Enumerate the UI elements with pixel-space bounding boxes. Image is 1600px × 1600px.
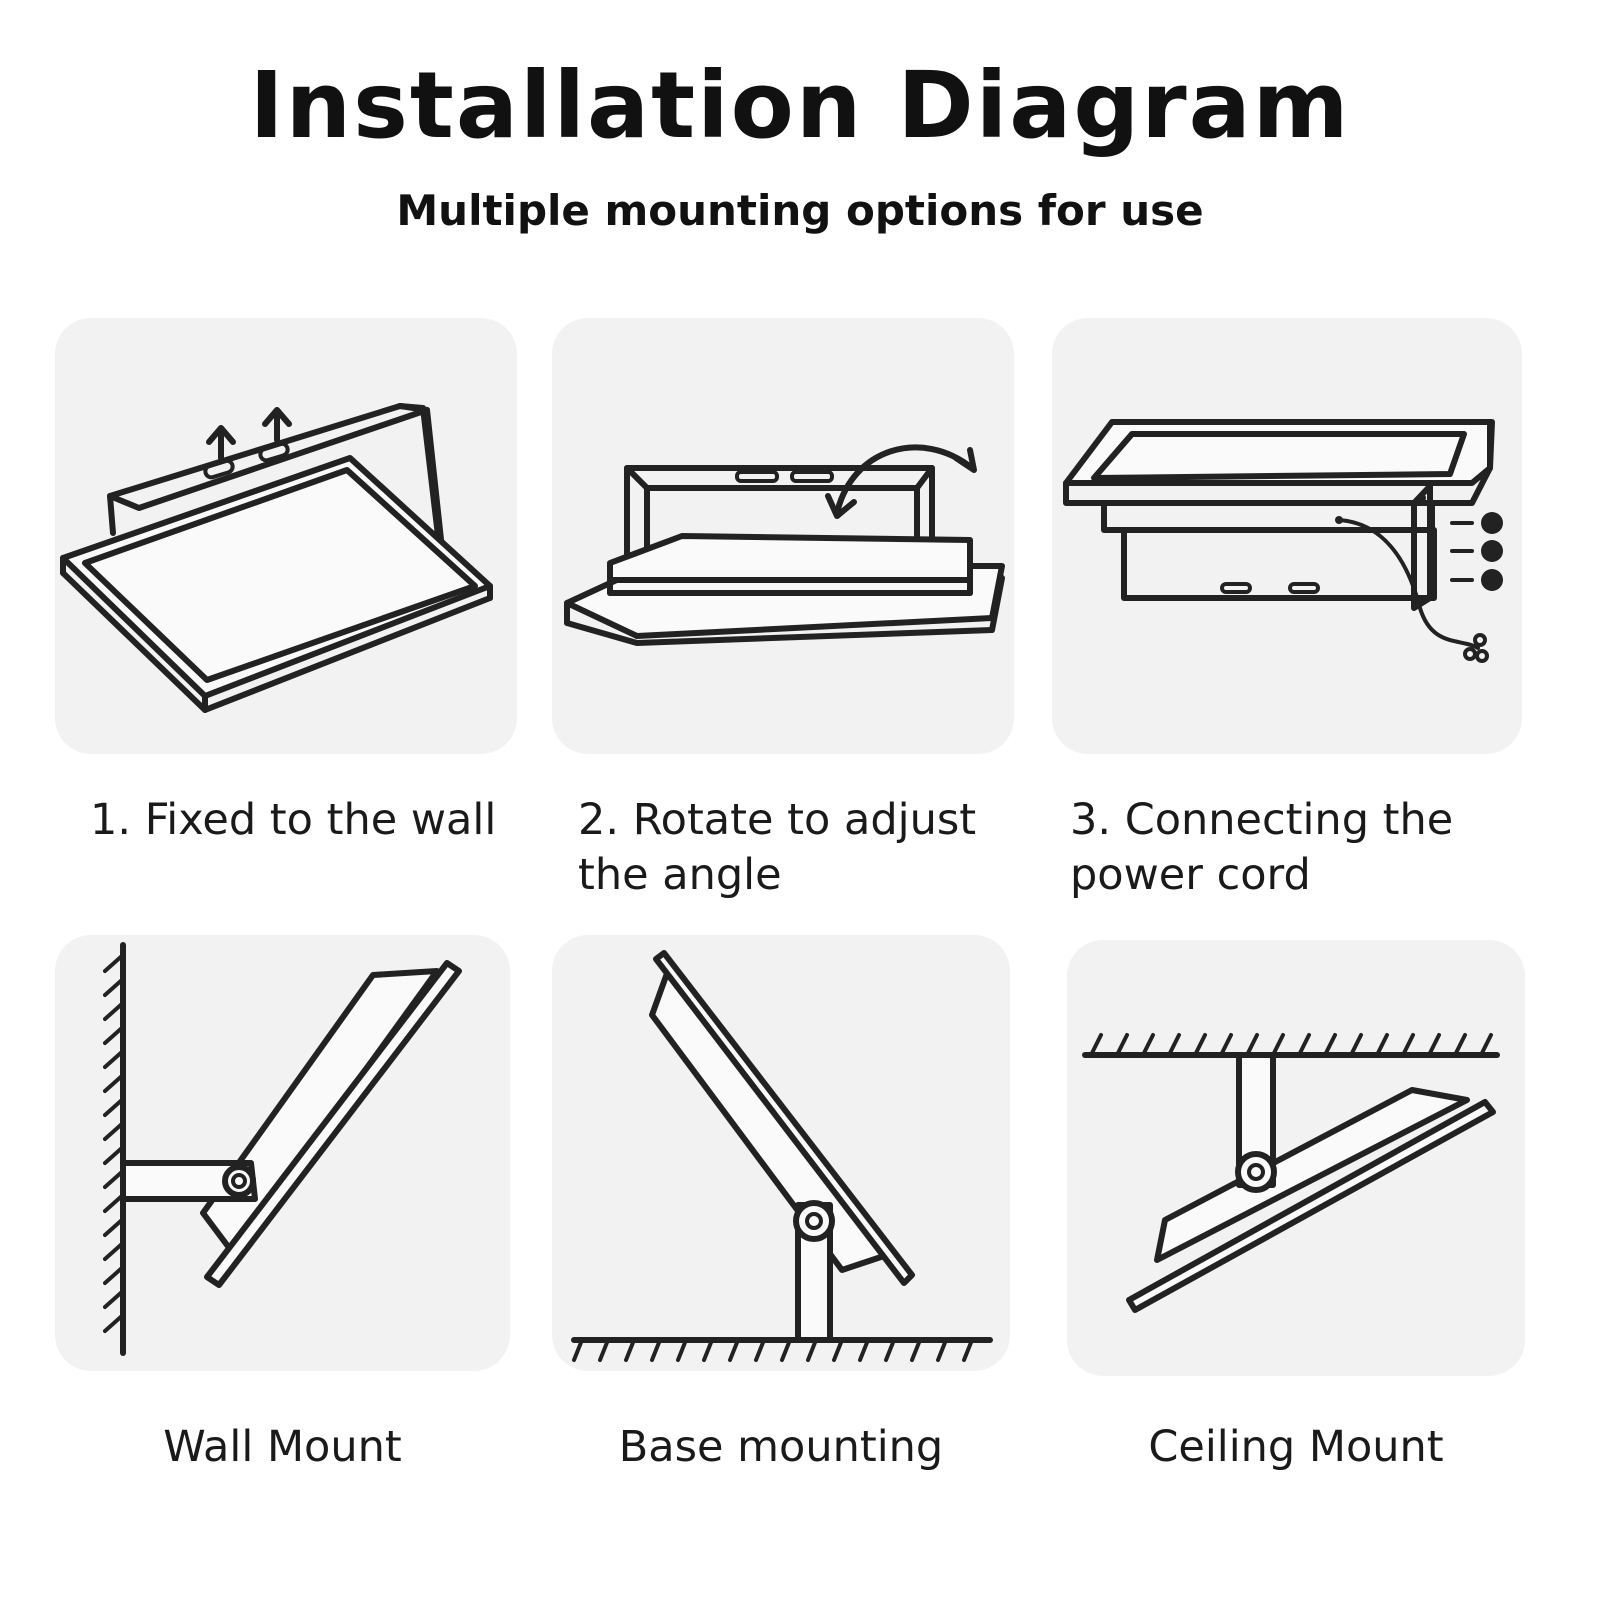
base-mount-caption: Base mounting: [618, 1422, 944, 1472]
wall-mount-panel: [55, 935, 510, 1371]
step-1-panel: [55, 318, 517, 754]
step-3-caption: 3. Connecting the power cord: [1070, 795, 1454, 900]
base-mount-panel: [552, 935, 1010, 1371]
base-mount-icon: [571, 950, 993, 1362]
step-2-panel: [552, 318, 1014, 754]
wall-mount-caption: Wall Mount: [163, 1422, 402, 1472]
ceiling-mount-icon: [1082, 1033, 1500, 1313]
floodlight-rotate-arrow-icon: [564, 444, 1005, 646]
ceiling-mount-panel: [1067, 940, 1525, 1376]
ceiling-mount-caption: Ceiling Mount: [1148, 1422, 1444, 1472]
step-2-caption: 2. Rotate to adjust the angle: [578, 795, 977, 900]
step-3-panel: [1052, 318, 1522, 754]
page-title: Installation Diagram: [249, 52, 1351, 159]
step-1-caption: 1. Fixed to the wall: [90, 795, 497, 845]
floodlight-bracket-up-arrows-icon: [60, 403, 493, 713]
wall-mount-icon: [103, 942, 462, 1356]
page-subtitle: Multiple mounting options for use: [396, 186, 1204, 235]
floodlight-power-cord-icon: [1063, 419, 1503, 663]
